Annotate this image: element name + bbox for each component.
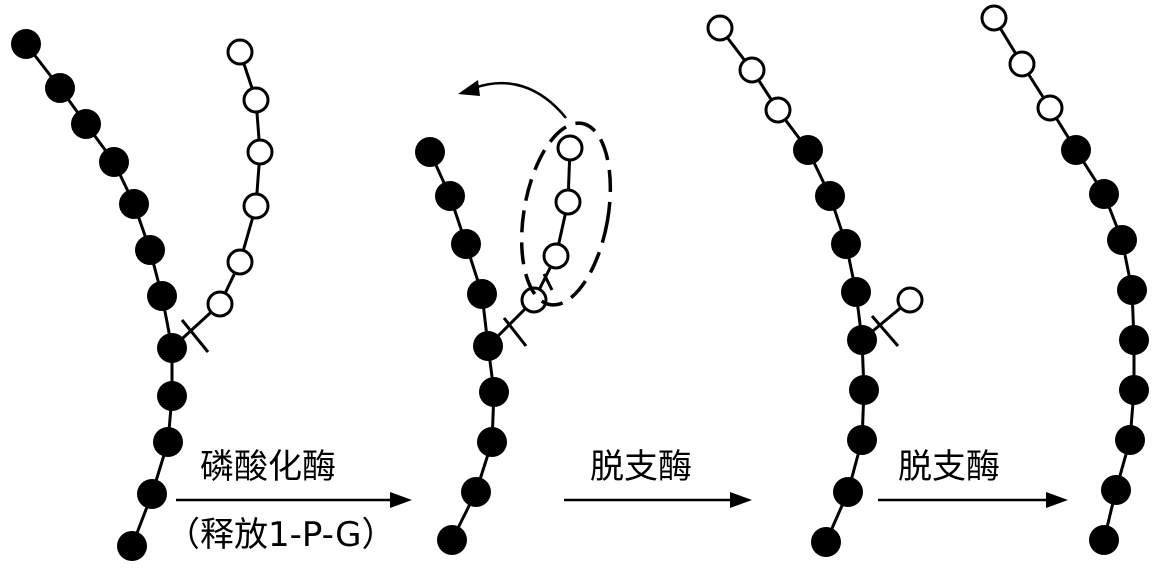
glucose-residue-removable bbox=[520, 286, 548, 314]
glucose-residue bbox=[833, 477, 863, 507]
glucose-residue-transferred bbox=[980, 4, 1008, 32]
stage-3-hollow-residues bbox=[706, 14, 924, 314]
stage-1-glycogen bbox=[11, 29, 274, 561]
glucose-residue bbox=[473, 331, 503, 361]
glucose-residue-transferred bbox=[1008, 50, 1036, 78]
glucose-residue bbox=[841, 277, 871, 307]
glucose-residue bbox=[1089, 525, 1119, 555]
glucose-residue bbox=[135, 235, 165, 265]
glucose-residue-removable bbox=[556, 134, 584, 162]
glucose-residue bbox=[437, 525, 467, 555]
glucose-residue bbox=[1119, 375, 1149, 405]
glucose-residue bbox=[451, 229, 481, 259]
glucose-residue bbox=[119, 189, 149, 219]
glucose-residue-removable bbox=[226, 38, 254, 66]
step-3-enzyme-label: 脱支酶 bbox=[898, 447, 1000, 487]
glucose-residue bbox=[157, 333, 187, 363]
glucose-residue bbox=[1101, 475, 1131, 505]
stage-2-transfer-arrow bbox=[473, 81, 567, 119]
glucose-residue bbox=[1061, 135, 1091, 165]
glucose-residue-removable bbox=[554, 188, 582, 216]
stage-2-branch-bond-mark bbox=[502, 317, 528, 347]
stage-1-branch-bond-mark bbox=[180, 319, 210, 353]
glucose-residue bbox=[1115, 425, 1145, 455]
stage-2-hollow-residues bbox=[520, 134, 584, 314]
glucose-residue bbox=[71, 109, 101, 139]
arrow-step-3 bbox=[878, 492, 1068, 508]
glucose-residue bbox=[467, 279, 497, 309]
glucose-residue bbox=[1117, 275, 1147, 305]
stage-2-transfer-arrowhead bbox=[458, 80, 480, 96]
glucose-residue-removable bbox=[242, 192, 270, 220]
glucose-residue-removable bbox=[542, 242, 570, 270]
glucose-residue bbox=[1107, 225, 1137, 255]
glucose-residue bbox=[847, 425, 877, 455]
stage-2-transfer-segment-outline bbox=[519, 121, 613, 307]
stage-4-main-chain bbox=[992, 17, 1136, 541]
glucose-residue-removable bbox=[206, 290, 234, 318]
stage-3-main-chain bbox=[718, 27, 866, 543]
glucose-residue bbox=[477, 427, 507, 457]
glucose-residue-transferred bbox=[764, 96, 792, 124]
step-2-enzyme-label: 脱支酶 bbox=[590, 447, 692, 487]
stage-2-glycogen bbox=[415, 80, 613, 555]
glucose-residue bbox=[479, 377, 509, 407]
arrow-step-2 bbox=[564, 492, 752, 508]
glucose-residue bbox=[11, 29, 41, 59]
glucose-residue bbox=[831, 229, 861, 259]
glucose-residue bbox=[137, 479, 167, 509]
glucose-residue bbox=[1089, 179, 1119, 209]
stage-4-glycogen bbox=[980, 4, 1149, 555]
glucose-residue bbox=[117, 531, 147, 561]
glucose-residue bbox=[415, 137, 445, 167]
arrow-step-1 bbox=[176, 492, 412, 508]
glucose-residue bbox=[815, 181, 845, 211]
stage-3-branch-bond-mark bbox=[870, 315, 900, 347]
glucose-residue bbox=[99, 147, 129, 177]
step-1-enzyme-label: 磷酸化酶 bbox=[200, 447, 336, 487]
glucose-residue bbox=[45, 73, 75, 103]
stage-4-filled-residues bbox=[1061, 135, 1149, 555]
glucose-residue bbox=[811, 527, 841, 557]
glucose-residue-transferred bbox=[706, 14, 734, 42]
glucose-residue bbox=[793, 135, 823, 165]
glucose-residue bbox=[435, 181, 465, 211]
stage-1-hollow-residues bbox=[206, 38, 274, 318]
glucose-residue bbox=[461, 477, 491, 507]
glucose-residue-transferred bbox=[738, 56, 766, 84]
glucose-residue bbox=[847, 325, 877, 355]
glucose-residue-transferred bbox=[1036, 94, 1064, 122]
glucose-residue bbox=[157, 381, 187, 411]
stage-3-glycogen bbox=[706, 14, 924, 557]
stage-4-hollow-residues bbox=[980, 4, 1064, 122]
glucose-residue-branch-point bbox=[896, 286, 924, 314]
glucose-residue bbox=[849, 375, 879, 405]
glucose-residue-removable bbox=[246, 138, 274, 166]
glucose-residue-removable bbox=[242, 86, 270, 114]
stage-3-filled-residues bbox=[793, 135, 879, 557]
stage-2-filled-residues bbox=[415, 137, 509, 555]
stage-1-filled-residues bbox=[11, 29, 187, 561]
glucose-residue bbox=[1119, 325, 1149, 355]
glucose-residue bbox=[153, 427, 183, 457]
glucose-residue-removable bbox=[226, 248, 254, 276]
stage-2-cut-mark bbox=[542, 273, 554, 291]
step-1-product-note: （释放1-P-G） bbox=[166, 515, 396, 555]
glucose-residue bbox=[147, 281, 177, 311]
